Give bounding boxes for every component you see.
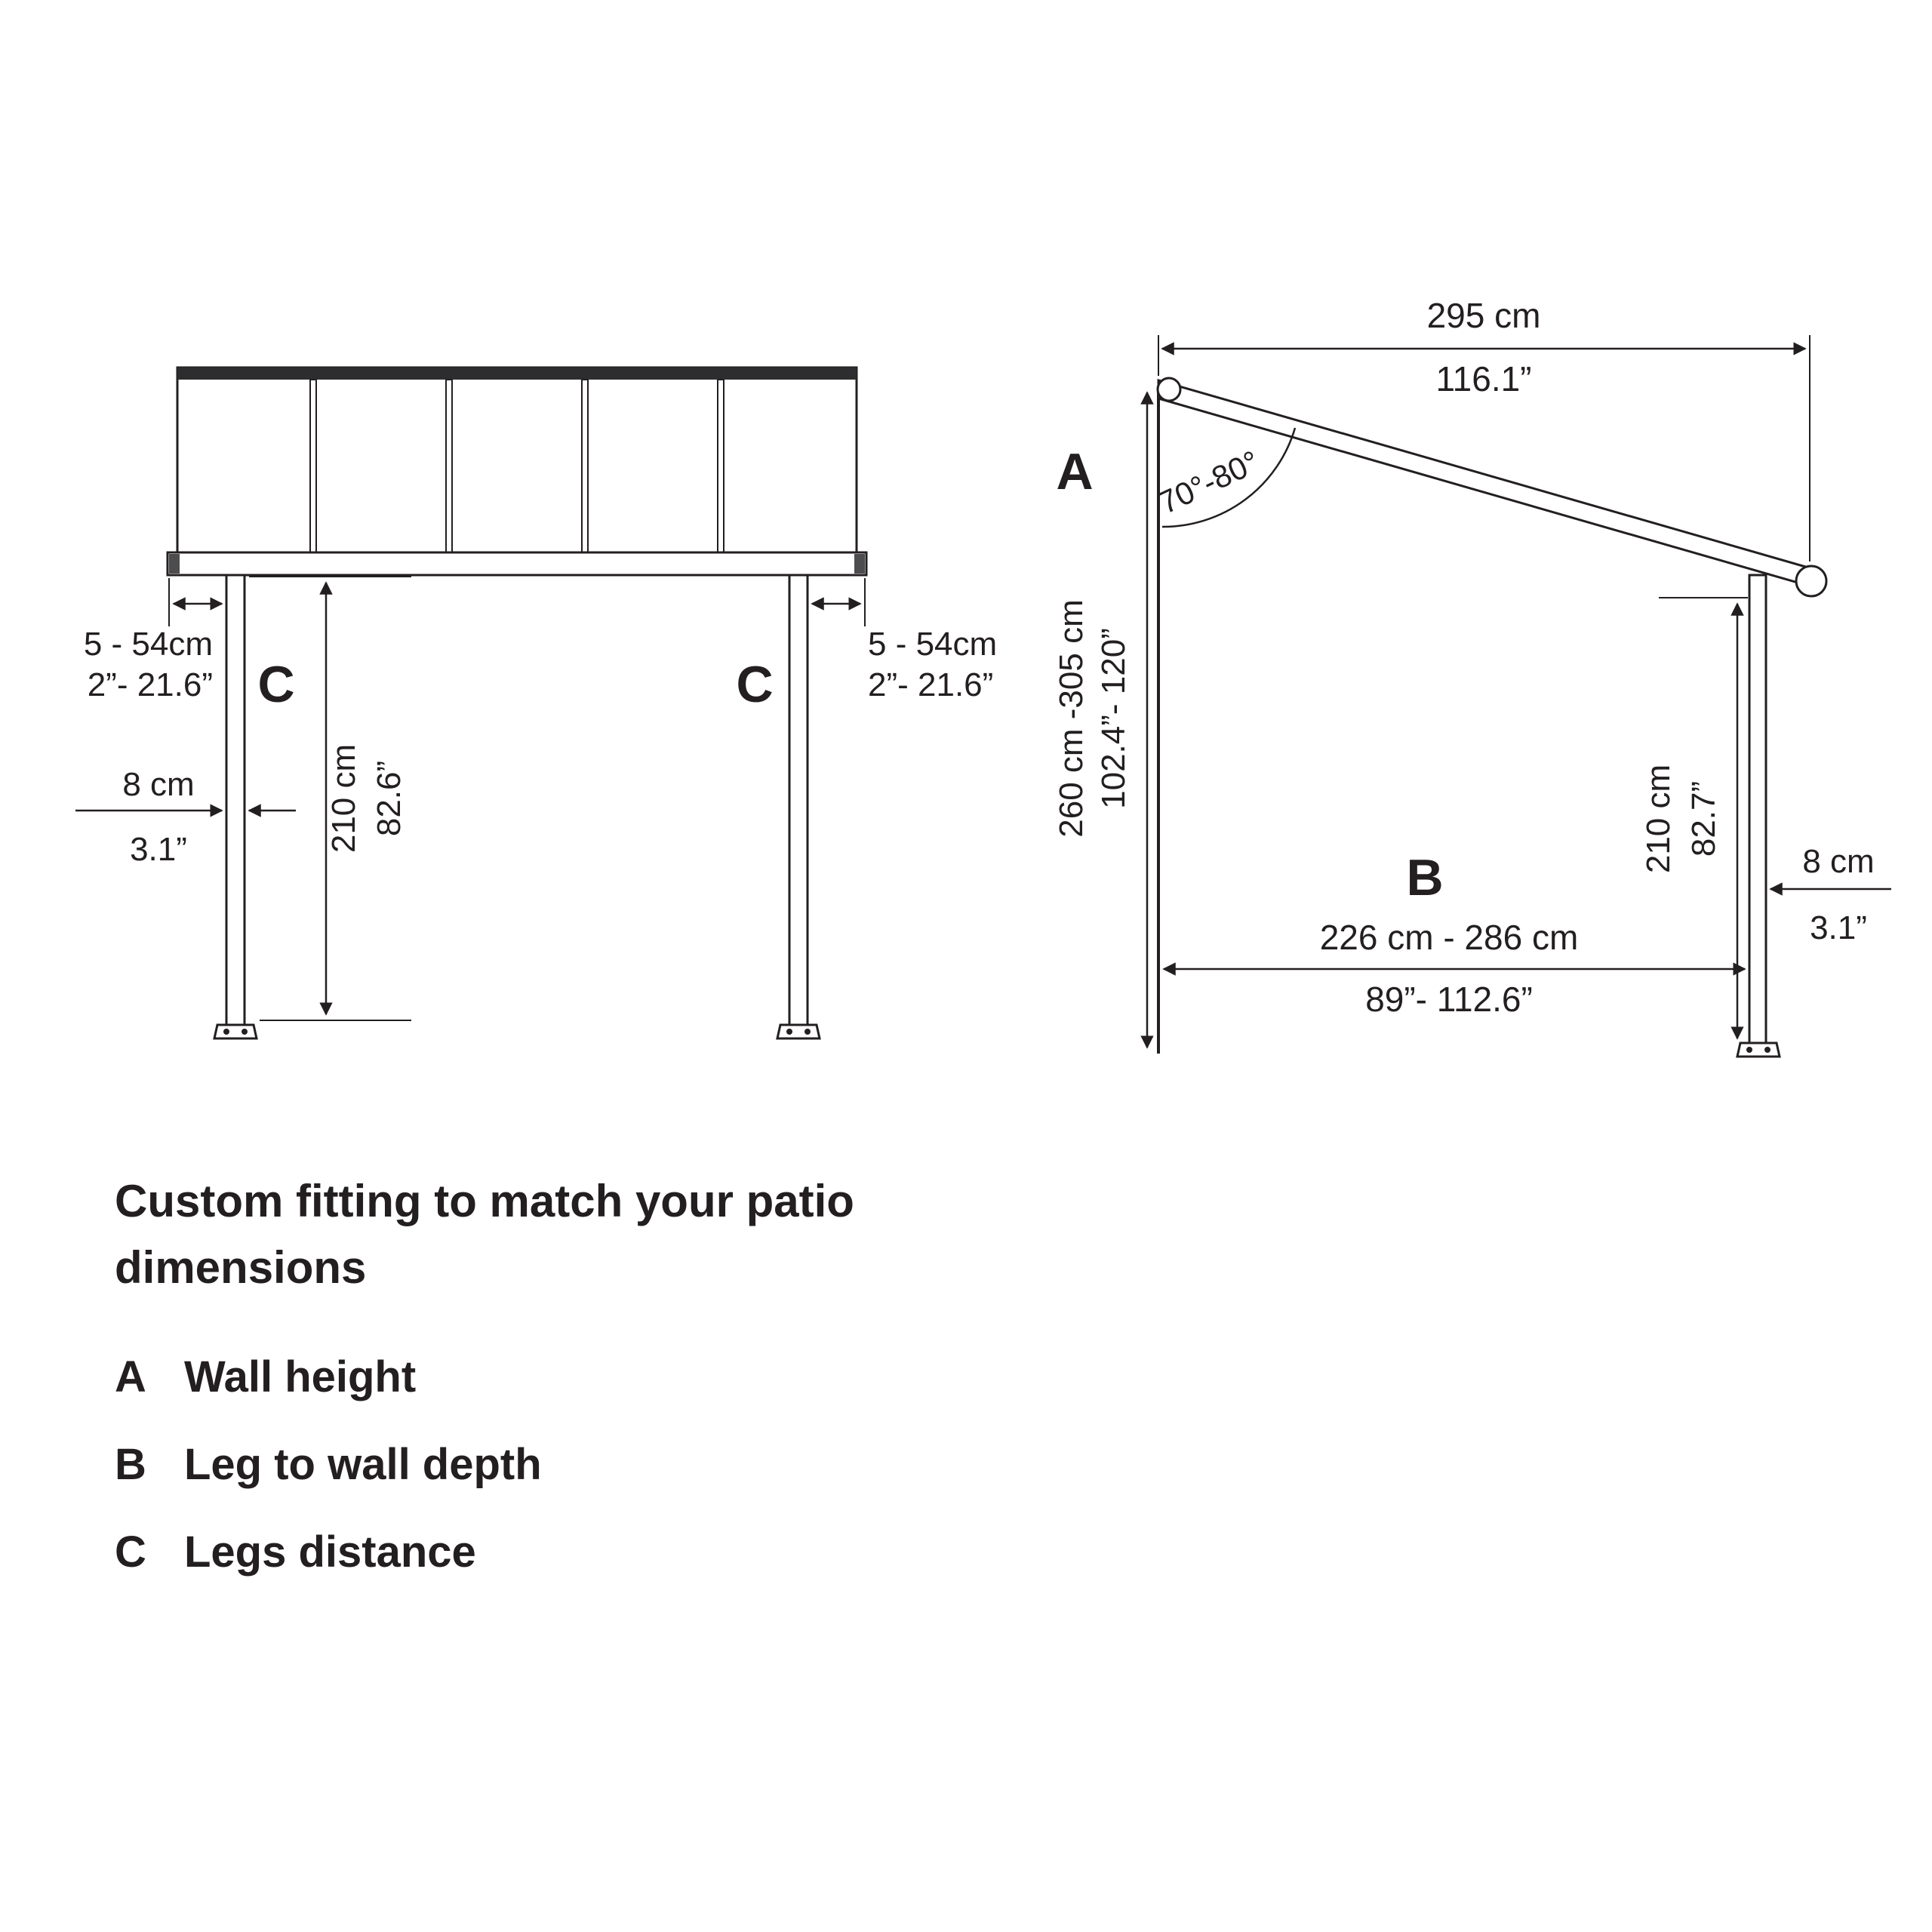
side-roof-depth-dimension: 295 cm 116.1” bbox=[1158, 296, 1810, 561]
side-leg-bolt bbox=[1764, 1047, 1770, 1053]
side-wall-height-dimension: A 260 cm -305 cm 102.4”- 120” bbox=[1053, 391, 1154, 1049]
legend-label-c: Legs distance bbox=[184, 1527, 476, 1577]
front-canopy-top-profile bbox=[177, 368, 857, 380]
front-leg-height-dimension: 210 cm 82.6” bbox=[249, 576, 411, 1021]
front-canopy-divider bbox=[309, 379, 317, 553]
front-canopy-divider bbox=[581, 379, 589, 553]
front-right-leg-post bbox=[788, 574, 809, 1026]
front-right-leg bbox=[776, 574, 821, 1040]
side-leg-height-in-label: 82.7” bbox=[1685, 781, 1722, 857]
side-roof-angle: 70°-80° bbox=[1153, 427, 1297, 528]
front-canopy-divider bbox=[717, 379, 724, 553]
front-left-leg-post bbox=[225, 574, 246, 1026]
front-leg-height-in-label: 82.6” bbox=[371, 761, 408, 836]
front-right-offset-dimension: 5 - 54cm 2”- 21.6” bbox=[811, 578, 997, 703]
side-depth-in-label: 89”- 112.6” bbox=[1365, 980, 1533, 1019]
front-canopy-divider bbox=[445, 379, 453, 553]
legend-title-line1: Custom fitting to match your patio bbox=[115, 1176, 854, 1226]
legend-item-a: A Wall height bbox=[115, 1352, 416, 1401]
front-gutter-beam bbox=[166, 551, 868, 577]
front-left-leg-bolt bbox=[242, 1029, 248, 1035]
side-roof-depth-cm-label: 295 cm bbox=[1427, 296, 1541, 335]
legend-key-b: B bbox=[115, 1440, 146, 1489]
legend-key-a: A bbox=[115, 1352, 146, 1401]
legend-key-c: C bbox=[115, 1527, 146, 1577]
front-right-offset-cm-label: 5 - 54cm bbox=[868, 626, 997, 663]
front-leg-width-dimension: 8 cm 3.1” bbox=[75, 766, 296, 868]
front-leg-width-in-label: 3.1” bbox=[130, 831, 187, 868]
legend-label-a: Wall height bbox=[184, 1352, 416, 1401]
legend-item-c: C Legs distance bbox=[115, 1527, 476, 1577]
angle-arc bbox=[1161, 427, 1297, 528]
side-roof-beam bbox=[1157, 379, 1810, 587]
front-right-leg-bolt bbox=[804, 1029, 811, 1035]
front-view: 5 - 54cm 2”- 21.6” 5 - 54cm 2”- 21.6” C … bbox=[75, 366, 997, 1040]
front-leg-width-cm-label: 8 cm bbox=[122, 766, 194, 803]
front-right-leg-bolt bbox=[786, 1029, 792, 1035]
side-leg-post bbox=[1748, 574, 1767, 1044]
front-right-leg-base bbox=[776, 1023, 821, 1040]
side-wall-height-in-label: 102.4”- 120” bbox=[1095, 628, 1132, 809]
front-left-leg-bolt bbox=[223, 1029, 229, 1035]
front-canopy bbox=[166, 366, 868, 577]
legend-item-b: B Leg to wall depth bbox=[115, 1440, 542, 1489]
side-angle-label: 70°-80° bbox=[1153, 444, 1265, 521]
front-left-offset-cm-label: 5 - 54cm bbox=[84, 626, 213, 663]
side-leg-height-dimension: 210 cm 82.7” bbox=[1640, 597, 1748, 1040]
side-b-label: B bbox=[1406, 849, 1443, 906]
side-leg-width-in-label: 3.1” bbox=[1810, 909, 1867, 946]
side-gutter-profile bbox=[1795, 565, 1828, 598]
legend-title-line2: dimensions bbox=[115, 1242, 366, 1293]
side-wall-height-cm-label: 260 cm -305 cm bbox=[1053, 599, 1090, 837]
legend: Custom fitting to match your patio dimen… bbox=[115, 1176, 854, 1577]
front-left-leg-base bbox=[213, 1023, 258, 1040]
side-wall-bracket bbox=[1156, 377, 1182, 402]
side-leg-base bbox=[1736, 1041, 1781, 1058]
front-gutter-right-cap bbox=[854, 554, 865, 574]
side-depth-cm-label: 226 cm - 286 cm bbox=[1320, 918, 1579, 957]
legend-label-b: Leg to wall depth bbox=[184, 1440, 542, 1489]
side-leg-bolt bbox=[1746, 1047, 1752, 1053]
side-a-label: A bbox=[1056, 443, 1093, 500]
front-leg-height-cm-label: 210 cm bbox=[325, 744, 362, 853]
front-left-offset-in-label: 2”- 21.6” bbox=[88, 666, 213, 703]
side-leg-width-cm-label: 8 cm bbox=[1802, 843, 1874, 880]
side-depth-dimension: B 226 cm - 286 cm 89”- 112.6” bbox=[1162, 849, 1746, 1019]
side-leg-height-cm-label: 210 cm bbox=[1640, 764, 1677, 873]
front-right-offset-in-label: 2”- 21.6” bbox=[868, 666, 993, 703]
side-roof-depth-in-label: 116.1” bbox=[1435, 359, 1531, 398]
front-gutter-left-cap bbox=[169, 554, 180, 574]
front-right-c-label: C bbox=[736, 656, 773, 713]
front-left-c-label: C bbox=[257, 656, 294, 713]
front-left-leg bbox=[213, 574, 258, 1040]
front-canopy-panel-frame bbox=[176, 366, 858, 554]
side-leg-width-dimension: 8 cm 3.1” bbox=[1769, 843, 1891, 946]
front-left-offset-dimension: 5 - 54cm 2”- 21.6” bbox=[84, 578, 223, 703]
side-structure bbox=[1156, 377, 1828, 1058]
side-view: 70°-80° 295 cm 116.1” A 260 cm -305 cm 1… bbox=[1053, 296, 1891, 1058]
